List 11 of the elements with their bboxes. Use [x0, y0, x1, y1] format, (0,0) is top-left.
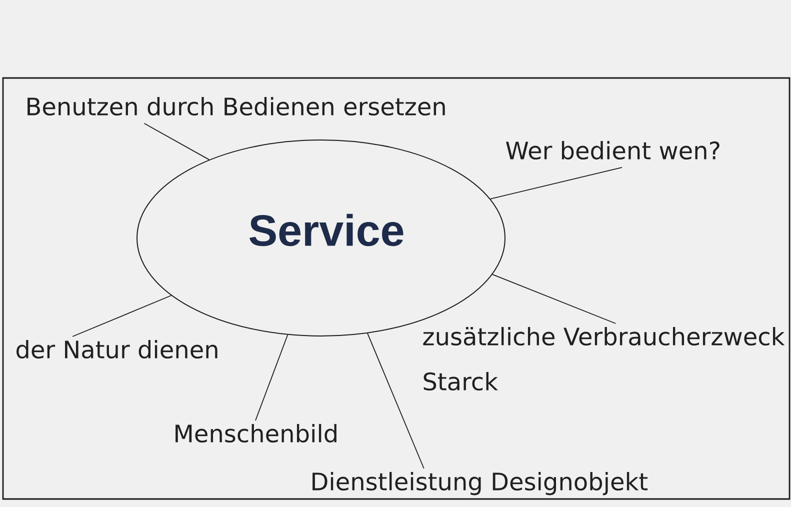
connector-line	[144, 122, 210, 160]
connector-line	[492, 274, 616, 324]
topic-label: der Natur dienen	[16, 340, 218, 359]
topic-label: Menschenbild	[176, 424, 336, 443]
topic-label: Wer bedient wen?	[506, 140, 720, 160]
connector-line	[255, 334, 288, 421]
topic-label: Dienstleistung Designobjekt	[312, 472, 648, 496]
connector-line	[367, 332, 424, 469]
connector-line	[72, 295, 172, 337]
topic-label: Benutzen durch Bedienen ersetzen	[28, 96, 445, 116]
connector-line	[490, 166, 622, 200]
